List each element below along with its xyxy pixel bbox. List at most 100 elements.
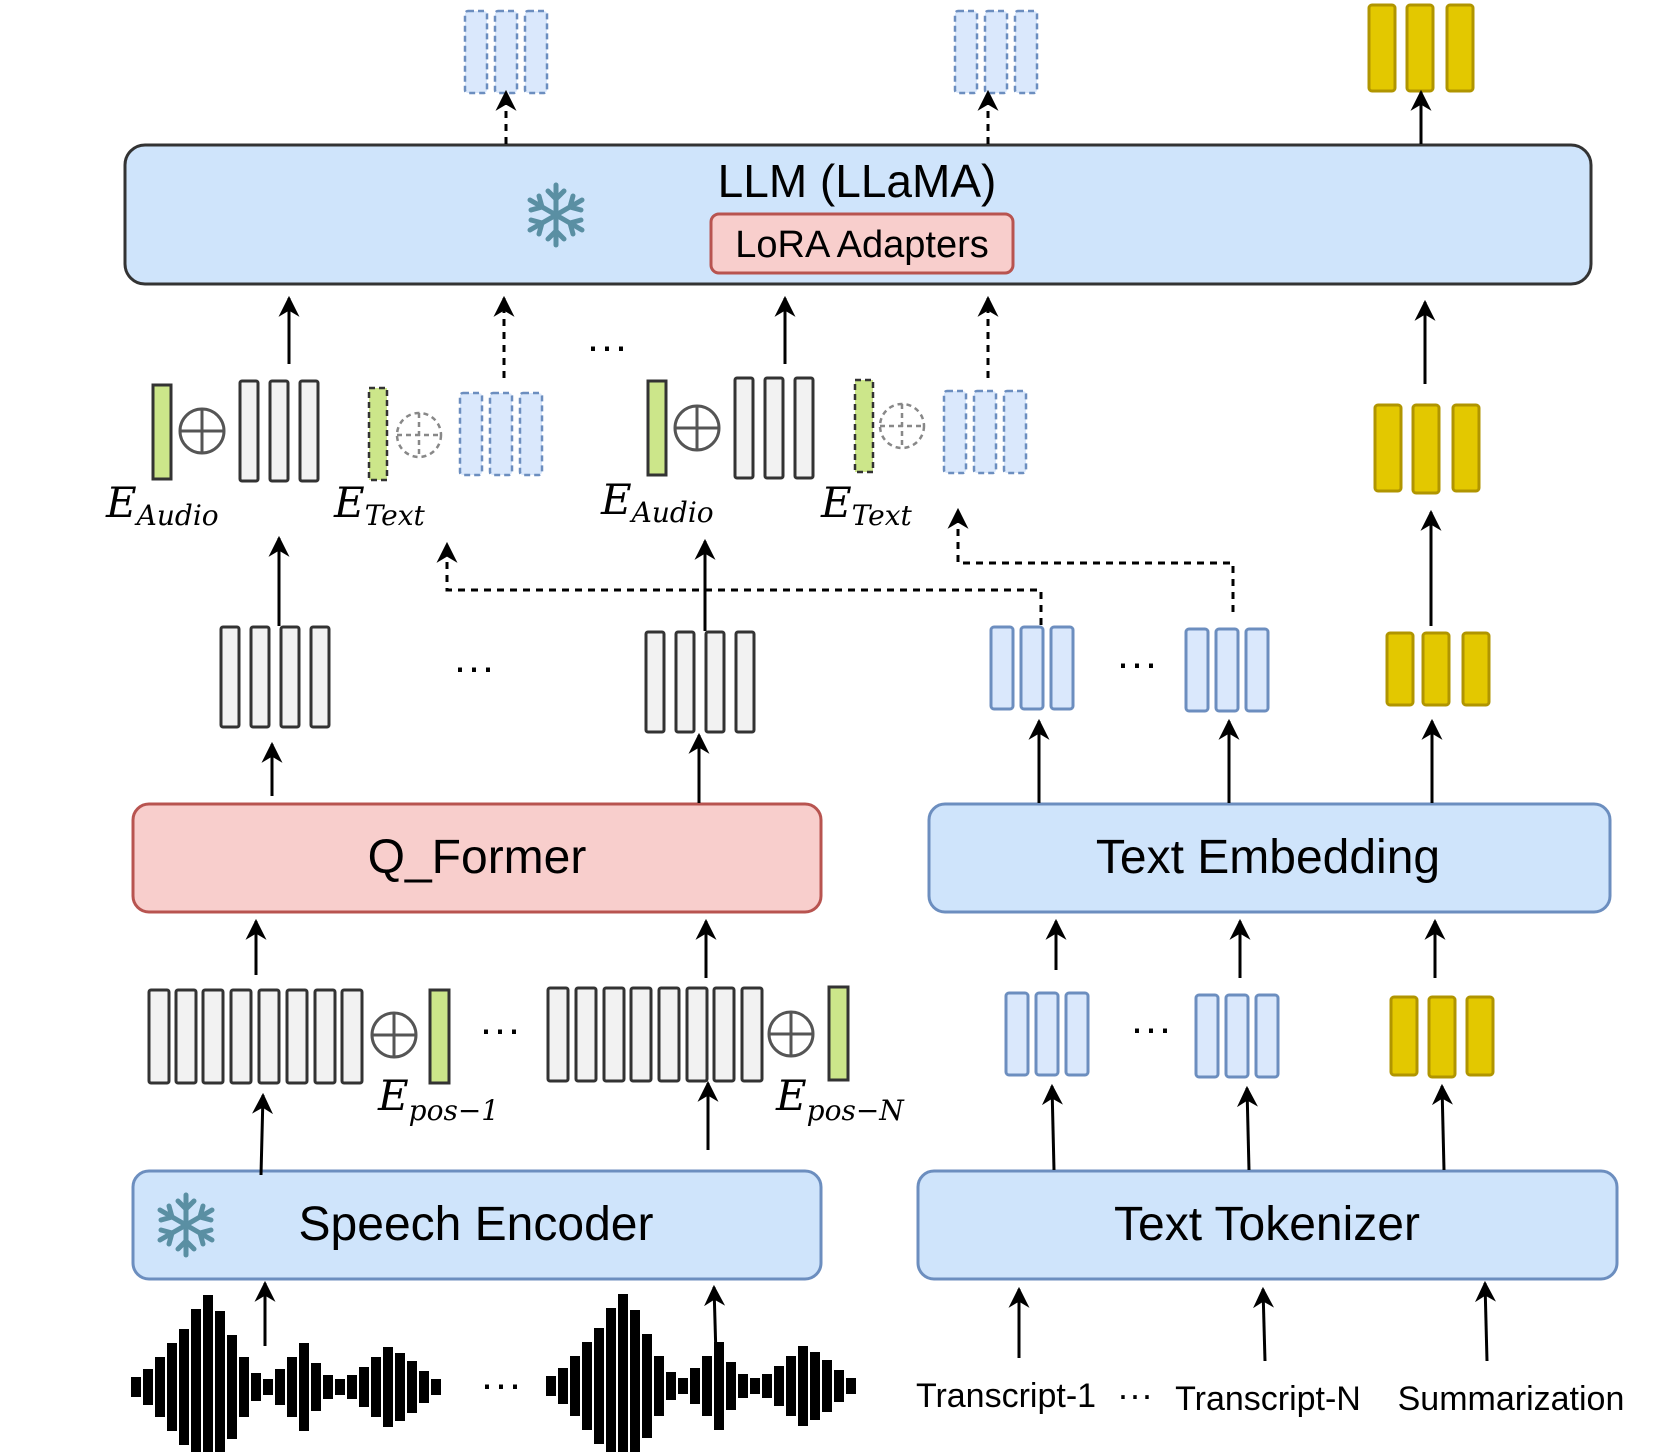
oplus-icon [178, 407, 226, 455]
encoder-output-arrows [252, 1080, 1453, 1176]
waveform-bar [419, 1371, 429, 1403]
block-output-arrows [261, 718, 1443, 803]
waveform-bar [131, 1377, 141, 1397]
waveform-bar [323, 1375, 333, 1399]
embedding-labels: EAudio EText EAudio EText Epos−1 Epos−N [105, 475, 913, 1127]
tokens-to-sequence-arrows [268, 507, 1442, 631]
embedding-output-tokens-2 [1184, 627, 1270, 713]
oplus-icon [673, 404, 721, 452]
qformer-output-tokens-2 [644, 630, 756, 734]
e-audio-2-vector [646, 379, 668, 477]
input-transcript-n: Transcript-N [1175, 1380, 1361, 1418]
speech-encoder-title: Speech Encoder [299, 1198, 654, 1251]
tokens-to-block-arrows [245, 918, 1446, 978]
ellipsis-sequence: ··· [586, 322, 628, 369]
output-text-tokens-1 [463, 9, 549, 95]
waveform-bar [558, 1368, 568, 1404]
summary-tokens-mid [1373, 403, 1481, 495]
waveform-bar [774, 1366, 784, 1406]
waveform-bar [395, 1353, 405, 1421]
oplus-icon [767, 1010, 815, 1058]
e-text-2-vector [853, 378, 875, 474]
ellipsis-encoder-frames: ··· [479, 1005, 521, 1052]
embedding-output-tokens-1 [989, 625, 1075, 711]
waveform-bar [275, 1369, 285, 1405]
e-pos-n-label: Epos−N [775, 1071, 905, 1127]
waveform-bar [726, 1362, 736, 1410]
tokenizer-output-tokens-1 [1004, 991, 1090, 1077]
waveform-bar [335, 1379, 345, 1395]
e-text-1-vector [367, 386, 389, 482]
waveform-bar [846, 1378, 856, 1394]
e-audio-1-vector [151, 383, 173, 481]
waveform-bar [738, 1374, 748, 1398]
waveform-bar [383, 1347, 393, 1427]
e-pos-n-vector [827, 985, 850, 1082]
text-tokenizer-block: Text Tokenizer [916, 1169, 1619, 1281]
waveform-bar [750, 1378, 760, 1394]
oplus-icon [370, 1011, 418, 1059]
waveform-bar [654, 1356, 664, 1416]
llm-output-tokens [463, 3, 1475, 95]
input-arrows [254, 1280, 1496, 1362]
embedding-output-summary-tokens [1385, 631, 1491, 707]
tokenizer-output-summary-tokens [1389, 995, 1495, 1079]
e-text-2-label: EText [820, 478, 913, 532]
waveform-bar [702, 1356, 712, 1416]
text-embedding-block: Text Embedding [927, 802, 1612, 914]
waveform-bar [834, 1370, 844, 1402]
waveform-bar [155, 1357, 165, 1417]
waveform-bar [299, 1343, 309, 1431]
ellipsis-qformer-output: ··· [453, 643, 495, 690]
speech-encoder-frames-1 [147, 988, 364, 1085]
waveform-bar [251, 1373, 261, 1401]
waveform-bar [347, 1375, 357, 1399]
waveform-bar [678, 1378, 688, 1394]
output-text-tokens-2 [953, 9, 1039, 95]
oplus-dashed-icon [395, 411, 443, 459]
waveform-bar [714, 1342, 724, 1430]
waveform-bar [263, 1379, 273, 1395]
audio-tokens-2 [733, 376, 815, 480]
waveform-bar [215, 1311, 225, 1452]
waveform-bar [239, 1357, 249, 1417]
audio-tokens-1 [238, 379, 320, 483]
waveform-bar [311, 1363, 321, 1411]
llm-title: LLM (LLaMA) [718, 155, 997, 207]
ellipsis-embedding-output: ··· [1116, 639, 1158, 686]
tokenizer-output-tokens-2 [1194, 993, 1280, 1079]
e-pos-1-vector [428, 988, 451, 1085]
llm-output-arrows [495, 89, 1432, 144]
speech-encoder-block: Speech Encoder [131, 1169, 823, 1281]
waveform-bar [690, 1368, 700, 1404]
waveform-bar [359, 1367, 369, 1407]
waveform-bar [642, 1334, 652, 1438]
audio-waveform-1-icon [131, 1295, 441, 1452]
input-summarization: Summarization [1398, 1380, 1625, 1418]
ellipsis-tokenizer-output: ··· [1130, 1004, 1172, 1051]
e-pos-1-label: Epos−1 [377, 1071, 499, 1127]
qformer-block: Q_Former [131, 802, 823, 914]
speech-encoder-frames-n [546, 986, 764, 1083]
waveform-bar [798, 1346, 808, 1426]
waveform-bar [582, 1342, 592, 1430]
ellipsis-transcripts: ··· [1117, 1374, 1153, 1415]
text-tokenizer-title: Text Tokenizer [1114, 1198, 1420, 1251]
waveform-bar [143, 1369, 153, 1405]
waveform-bar [407, 1361, 417, 1413]
input-transcript-1: Transcript-1 [916, 1377, 1096, 1415]
audio-waveform-2-icon [546, 1294, 856, 1452]
text-tokens-2 [942, 389, 1028, 475]
interleaved-sequence [151, 376, 1481, 495]
waveform-bar [431, 1379, 441, 1395]
waveform-bar [618, 1294, 628, 1452]
llm-block: LLM (LLaMA) LoRA Adapters [123, 143, 1593, 286]
waveform-bar [167, 1343, 177, 1431]
sequence-to-llm-arrows [278, 295, 1436, 384]
ellipsis-waveforms: ··· [480, 1360, 522, 1407]
waveform-bar [762, 1374, 772, 1398]
waveform-bar [786, 1356, 796, 1416]
waveform-bar [371, 1357, 381, 1417]
waveform-bar [227, 1335, 237, 1439]
